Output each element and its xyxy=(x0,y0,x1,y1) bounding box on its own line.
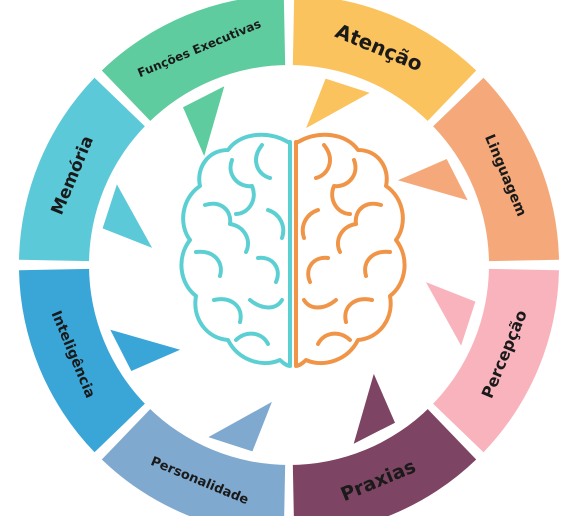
segment-pointer-4 xyxy=(353,373,395,444)
segment-pointer-3 xyxy=(425,282,476,346)
segment-inner-cut-4 xyxy=(289,364,431,465)
segment-pointer-1 xyxy=(306,78,370,129)
segment-pointer-5 xyxy=(208,401,272,452)
segment-pointer-8 xyxy=(183,86,225,157)
brain-left-hemisphere xyxy=(179,132,292,368)
segment-pointer-2 xyxy=(397,159,468,201)
segment-inner-cut-8 xyxy=(147,65,289,166)
segment-inner-cut-6 xyxy=(89,265,190,407)
segment-inner-cut-2 xyxy=(388,123,489,265)
brain-icon xyxy=(179,132,407,368)
segments-layer xyxy=(19,0,559,520)
segment-pointer-6 xyxy=(110,329,181,371)
brain-right-hemisphere xyxy=(294,132,407,368)
segment-pointer-7 xyxy=(102,184,153,248)
